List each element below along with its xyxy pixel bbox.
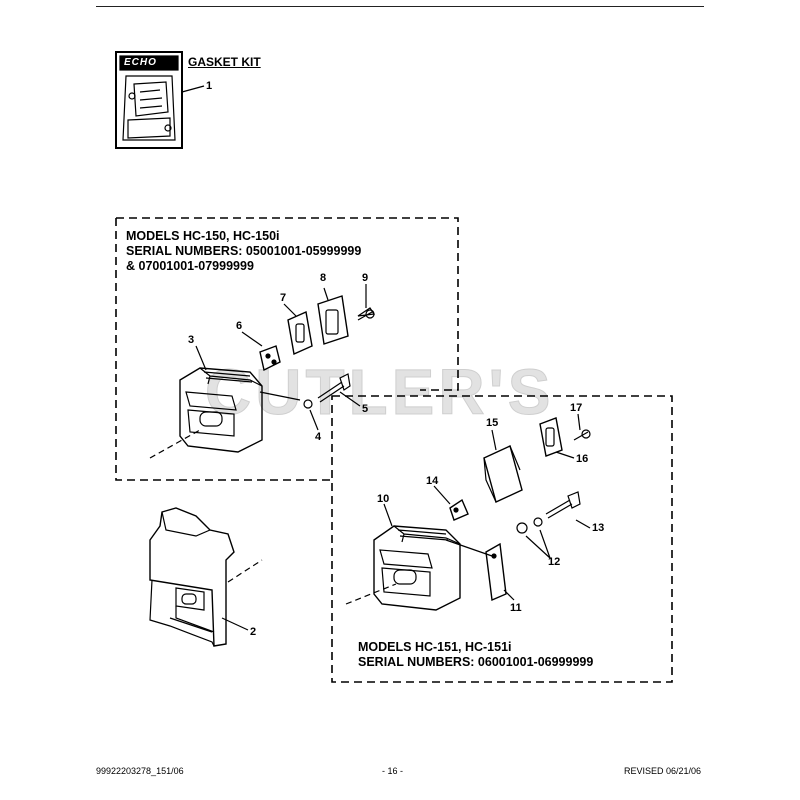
box-151-models: MODELS HC-151, HC-151i [358,640,512,654]
box-151-serials: SERIAL NUMBERS: 06001001-06999999 [358,655,594,669]
gasket-7 [287,310,313,356]
dashed-box-151 [331,395,673,683]
footer-revised-date: REVISED 06/21/06 [624,766,702,776]
callout-5: 5 [362,403,369,415]
callout-4: 4 [315,431,322,443]
callout-3: 3 [188,334,195,346]
box-150-models: MODELS HC-150, HC-150i [126,229,280,243]
callout-2: 2 [250,626,257,638]
gasket-16 [539,417,563,457]
plate-8 [317,295,349,345]
box-151-text: MODELS HC-151, HC-151i SERIAL NUMBERS: 0… [358,640,593,670]
bolt-13 [545,491,581,519]
box-150-text: MODELS HC-150, HC-150i SERIAL NUMBERS: 0… [126,229,361,274]
heat-shield-15 [483,445,523,503]
bolt-5 [317,373,351,403]
callout-9: 9 [362,272,369,284]
callout-1: 1 [206,80,213,92]
shield-2 [149,507,235,647]
callout-13: 13 [592,522,605,534]
footer-page-number: - 16 - [382,766,404,776]
callout-16: 16 [576,453,589,465]
spacer-6 [259,345,281,372]
callout-7: 7 [280,292,287,304]
washer-4 [303,399,313,409]
screw-17 [573,431,589,441]
washer-12a [516,522,528,534]
callout-17: 17 [570,402,583,414]
callout-10: 10 [377,493,390,505]
callout-11: 11 [510,602,522,614]
dashed-box-150 [115,217,459,481]
callout-12: 12 [548,556,561,568]
gasket-kit-package [115,51,183,149]
footer-doc-number: 99922203278_151/06 [96,766,184,776]
spacer-14 [449,498,469,521]
box-150-serials-2: & 07001001-07999999 [126,259,254,273]
box-150-serials: SERIAL NUMBERS: 05001001-05999999 [126,244,362,258]
echo-logo: ECHO [124,57,157,68]
plate-11 [485,542,507,602]
gasket-kit-title: GASKET KIT [188,55,261,69]
muffler-3 [179,367,263,453]
callout-8: 8 [320,272,327,284]
callout-15: 15 [486,417,499,429]
top-rule [96,6,704,7]
muffler-10 [373,525,461,611]
callout-6: 6 [236,320,243,332]
callout-14: 14 [426,475,439,487]
washer-12b [533,517,543,527]
